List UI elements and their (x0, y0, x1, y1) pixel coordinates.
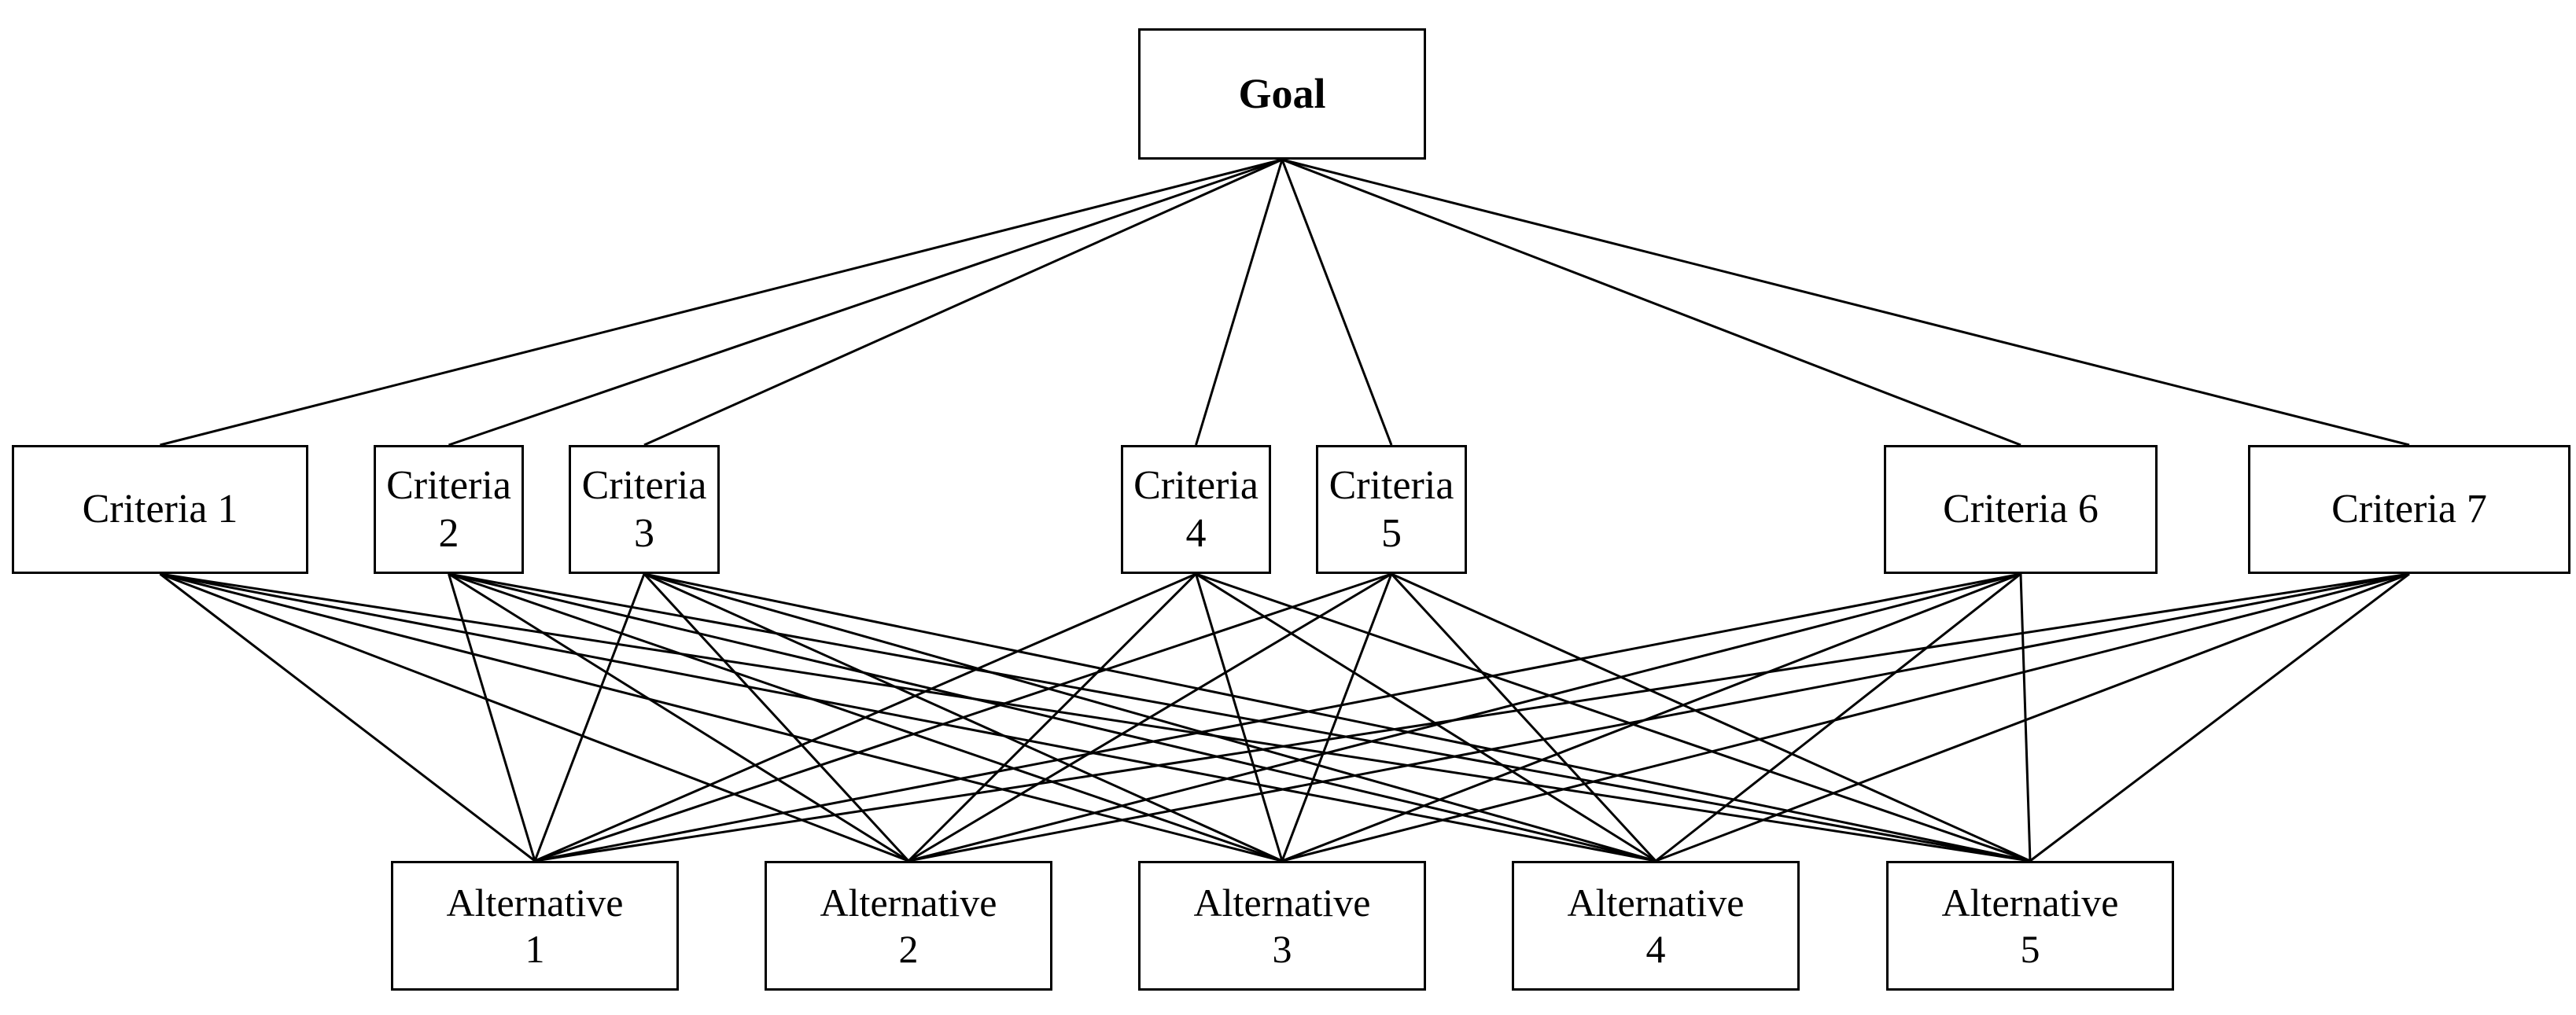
alternative-node-a2: Alternative 2 (765, 861, 1052, 991)
edge-c6-to-a1 (534, 572, 2021, 862)
edge-c3-to-a4 (643, 572, 1657, 862)
edge-c5-to-a5 (1391, 572, 2031, 862)
edge-c3-to-a3 (643, 572, 1283, 862)
edge-c6-to-a5 (2019, 573, 2032, 862)
node-label-a4: Alternative 4 (1567, 880, 1745, 971)
edge-c6-to-a4 (1655, 572, 2021, 862)
node-label-a1: Alternative 1 (446, 880, 624, 971)
node-label-c3: Criteria 3 (581, 462, 707, 556)
edge-c5-to-a2 (908, 572, 1392, 862)
edge-c4-to-a1 (534, 572, 1197, 862)
node-label-c6: Criteria 6 (1943, 487, 2099, 532)
edge-c1-to-a5 (160, 572, 2031, 862)
criteria-to-alternative-edges (159, 572, 2410, 862)
edge-c5-to-a3 (1281, 573, 1393, 862)
edge-goal-to-c2 (448, 158, 1283, 447)
edge-goal-to-c7 (1281, 158, 2410, 447)
node-label-goal: Goal (1238, 69, 1326, 117)
edge-goal-to-c6 (1281, 158, 2021, 447)
edge-c3-to-a2 (643, 572, 910, 862)
edge-c3-to-a5 (643, 572, 2031, 862)
edge-c7-to-a1 (534, 572, 2410, 862)
node-label-a5: Alternative 5 (1941, 880, 2119, 971)
edge-goal-to-c1 (160, 158, 1283, 447)
edge-goal-to-c5 (1281, 159, 1393, 446)
criteria-node-c1: Criteria 1 (12, 445, 308, 574)
node-label-c4: Criteria 4 (1133, 462, 1259, 556)
edge-goal-to-c3 (643, 158, 1283, 447)
criteria-node-c4: Criteria 4 (1121, 445, 1271, 574)
edge-c2-to-a2 (448, 572, 909, 862)
node-label-c2: Criteria 2 (386, 462, 511, 556)
edge-c1-to-a2 (159, 572, 909, 862)
edge-goal-to-c4 (1195, 159, 1284, 446)
goal-node-goal: Goal (1138, 28, 1426, 160)
alternative-node-a4: Alternative 4 (1512, 861, 1800, 991)
node-label-a3: Alternative 3 (1193, 880, 1371, 971)
edge-c4-to-a3 (1195, 573, 1284, 862)
criteria-node-c5: Criteria 5 (1316, 445, 1467, 574)
goal-to-criteria-edges (160, 158, 2410, 447)
edge-c7-to-a4 (1655, 572, 2410, 862)
criteria-node-c3: Criteria 3 (569, 445, 720, 574)
edge-c7-to-a5 (2029, 572, 2410, 862)
criteria-node-c7: Criteria 7 (2248, 445, 2570, 574)
edge-c4-to-a4 (1195, 572, 1657, 862)
edge-c4-to-a2 (907, 572, 1197, 862)
edge-c7-to-a3 (1281, 572, 2410, 862)
criteria-node-c2: Criteria 2 (374, 445, 524, 574)
edge-c1-to-a3 (160, 572, 1283, 862)
edge-c2-to-a3 (448, 572, 1283, 862)
node-label-a2: Alternative 2 (820, 880, 997, 971)
node-label-c1: Criteria 1 (82, 487, 238, 532)
criteria-node-c6: Criteria 6 (1884, 445, 2158, 574)
node-label-c7: Criteria 7 (2331, 487, 2487, 532)
node-label-c5: Criteria 5 (1329, 462, 1454, 556)
edge-c2-to-a4 (448, 572, 1657, 862)
edge-c3-to-a1 (533, 573, 646, 862)
alternative-node-a3: Alternative 3 (1138, 861, 1426, 991)
edge-c6-to-a2 (908, 572, 2021, 862)
edge-c1-to-a4 (160, 572, 1657, 862)
edge-c4-to-a5 (1196, 572, 2031, 862)
edge-c2-to-a1 (448, 573, 536, 862)
edge-c1-to-a1 (159, 572, 536, 862)
edge-c5-to-a4 (1390, 572, 1657, 862)
edge-c7-to-a2 (908, 572, 2410, 862)
alternative-node-a5: Alternative 5 (1886, 861, 2174, 991)
edge-c6-to-a3 (1281, 572, 2021, 862)
edge-c2-to-a5 (448, 572, 2031, 862)
edge-c5-to-a1 (534, 572, 1392, 862)
alternative-node-a1: Alternative 1 (391, 861, 679, 991)
